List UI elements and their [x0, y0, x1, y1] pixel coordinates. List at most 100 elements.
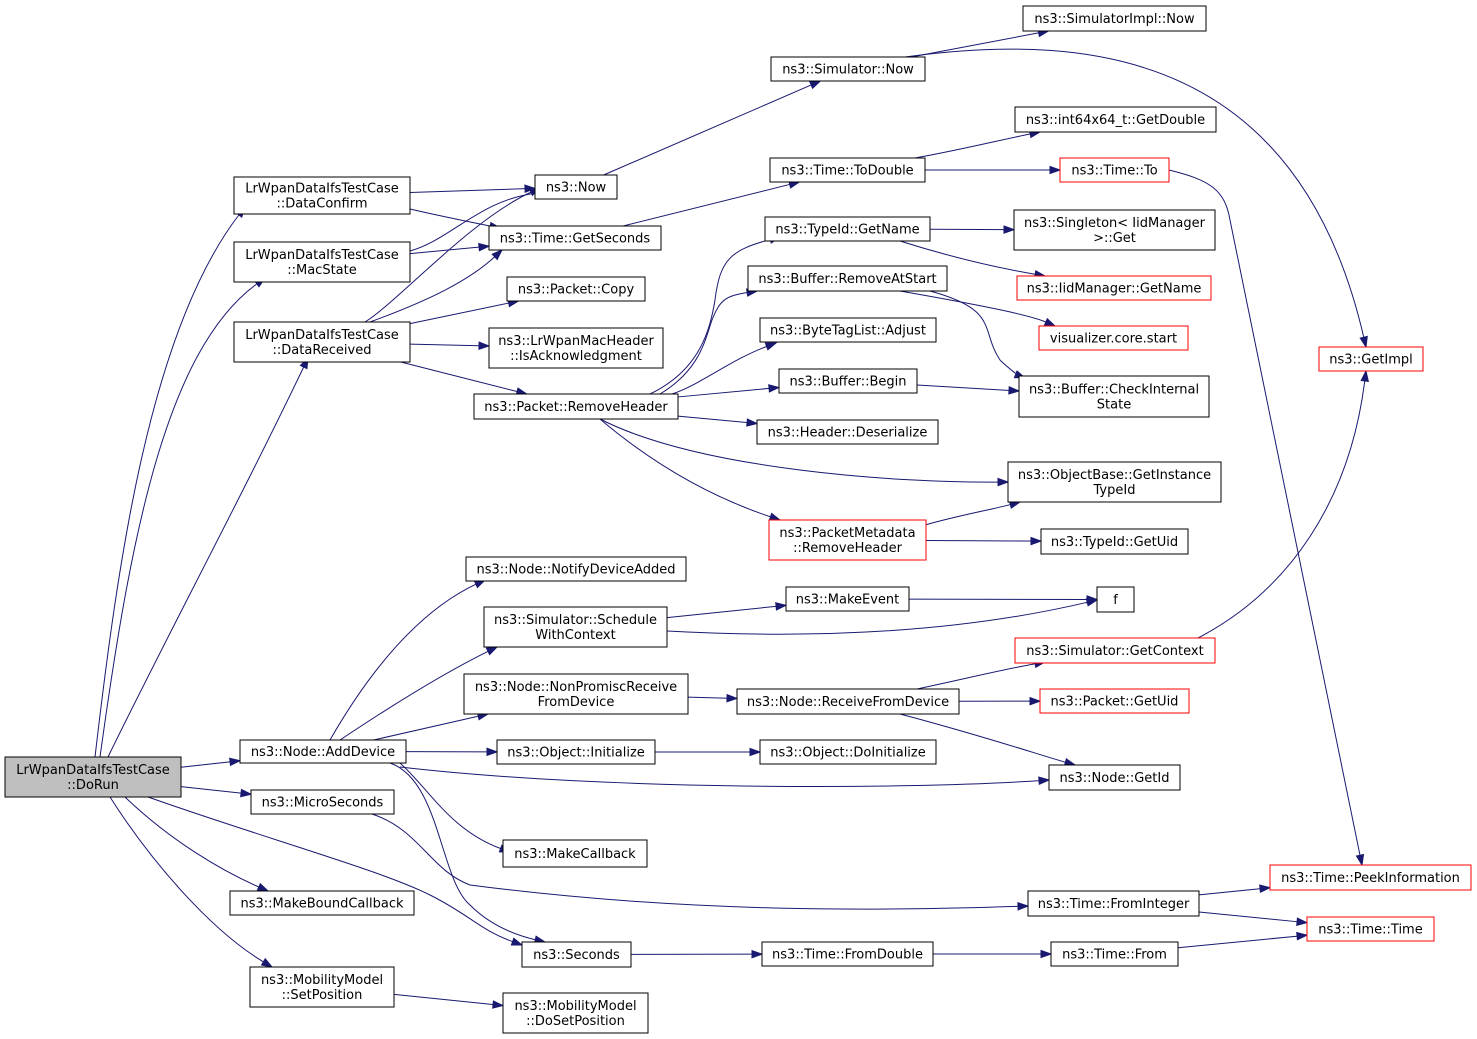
node-doinitialize[interactable]: ns3::Object::DoInitialize — [759, 739, 937, 765]
node-box — [759, 317, 937, 343]
edge-bufbegin-to-checkinternal — [916, 384, 1011, 391]
node-label: ns3::Time::Time — [1318, 923, 1422, 938]
edge-microseconds-to-timefrominteger — [371, 813, 1020, 910]
node-f[interactable]: f — [1096, 586, 1135, 613]
node-microseconds[interactable]: ns3::MicroSeconds — [250, 789, 395, 815]
edge-dorun-to-macstate — [99, 282, 258, 758]
edge-datareceived-to-packetcopy — [409, 302, 510, 325]
edge-macstate-to-getseconds — [409, 246, 481, 255]
node-label: ns3::Header::Deserialize — [768, 426, 928, 441]
node-box — [233, 321, 411, 363]
node-dosetposition[interactable]: ns3::MobilityModel::DoSetPosition — [502, 992, 649, 1034]
node-makecallback[interactable]: ns3::MakeCallback — [502, 839, 648, 868]
node-headerdeserialize[interactable]: ns3::Header::Deserialize — [756, 419, 939, 445]
node-label: ns3::Time::FromInteger — [1038, 897, 1190, 912]
node-singletonget[interactable]: ns3::Singleton< IidManager >::Get — [1013, 209, 1216, 251]
node-vizstart[interactable]: visualizer.core.start — [1038, 325, 1189, 351]
node-timetodouble[interactable]: ns3::Time::ToDouble — [769, 157, 926, 183]
node-macstate[interactable]: LrWpanDataIfsTestCase::MacState — [233, 241, 411, 283]
node-packetgetuid[interactable]: ns3::Packet::GetUid — [1039, 688, 1190, 714]
edge-arrowhead — [491, 248, 504, 261]
node-setposition[interactable]: ns3::MobilityModel::SetPosition — [249, 966, 395, 1008]
node-simnow[interactable]: ns3::Simulator::Now — [770, 56, 926, 82]
edge-macstate-to-now — [409, 192, 537, 252]
node-label: ns3::Buffer::Begin — [789, 375, 906, 390]
node-timefrom[interactable]: ns3::Time::From — [1050, 941, 1179, 967]
node-packetcopy[interactable]: ns3::Packet::Copy — [506, 276, 646, 302]
node-getseconds[interactable]: ns3::Time::GetSeconds — [488, 225, 662, 251]
edge-datareceived-to-isack — [409, 343, 481, 347]
edge-dataconfirm-to-getseconds — [409, 208, 492, 227]
node-simimplnow[interactable]: ns3::SimulatorImpl::Now — [1022, 5, 1207, 32]
node-label: ::MacState — [287, 263, 357, 278]
node-box — [736, 688, 960, 715]
edge-arrowhead — [768, 512, 782, 521]
node-box — [463, 673, 689, 715]
node-label: ns3::ObjectBase::GetInstance — [1018, 468, 1211, 483]
node-objinit[interactable]: ns3::Object::Initialize — [496, 739, 656, 765]
node-seconds[interactable]: ns3::Seconds — [521, 941, 632, 968]
node-bufbegin[interactable]: ns3::Buffer::Begin — [778, 368, 918, 394]
node-label: ns3::Object::DoInitialize — [770, 746, 926, 761]
edge-adddevice-to-nonpromisc — [373, 715, 480, 741]
node-bytetagadjust[interactable]: ns3::ByteTagList::Adjust — [759, 317, 937, 343]
edge-arrowhead — [240, 788, 253, 798]
node-dataconfirm[interactable]: LrWpanDataIfsTestCase::DataConfirm — [233, 176, 411, 215]
node-dorun[interactable]: LrWpanDataIfsTestCase::DoRun — [4, 756, 182, 798]
node-timefrominteger[interactable]: ns3::Time::FromInteger — [1027, 890, 1200, 917]
edge-dataconfirm-to-now — [409, 188, 527, 194]
node-makeboundcallback[interactable]: ns3::MakeBoundCallback — [229, 890, 415, 916]
node-int64getdouble[interactable]: ns3::int64x64_t::GetDouble — [1014, 106, 1217, 133]
edge-arrowhead — [1003, 225, 1016, 234]
edge-arrowhead — [1296, 931, 1309, 941]
node-label: ns3::Node::GetId — [1060, 771, 1170, 786]
node-getcontext[interactable]: ns3::Simulator::GetContext — [1014, 637, 1216, 664]
node-timetime[interactable]: ns3::Time::Time — [1306, 916, 1435, 942]
node-label: ns3::Node::ReceiveFromDevice — [747, 695, 949, 710]
edge-bufremoveatstart-to-checkinternal — [929, 290, 1018, 376]
node-label: ns3::Node::NonPromiscReceive — [475, 680, 677, 695]
node-label: State — [1097, 398, 1131, 413]
node-label: ns3::MicroSeconds — [262, 796, 384, 811]
edge-arrowhead — [1359, 335, 1368, 349]
node-peekinformation[interactable]: ns3::Time::PeekInformation — [1269, 864, 1472, 891]
node-timefromdouble[interactable]: ns3::Time::FromDouble — [761, 941, 934, 967]
node-isack[interactable]: ns3::LrWpanMacHeader::IsAcknowledgment — [488, 327, 664, 369]
node-now[interactable]: ns3::Now — [534, 174, 618, 200]
edge-schedulewithcontext-to-f — [666, 601, 1089, 635]
node-adddevice[interactable]: ns3::Node::AddDevice — [239, 739, 407, 764]
node-label: LrWpanDataIfsTestCase — [245, 182, 399, 197]
node-getimpl[interactable]: ns3::GetImpl — [1318, 346, 1424, 372]
edge-arrowhead — [260, 957, 274, 968]
node-label: ns3::Simulator::Now — [782, 63, 914, 78]
node-datareceived[interactable]: LrWpanDataIfsTestCase::DataReceived — [233, 321, 411, 363]
edge-arrowhead — [510, 937, 524, 946]
node-bufremoveatstart[interactable]: ns3::Buffer::RemoveAtStart — [747, 265, 948, 292]
node-box — [1018, 375, 1210, 418]
node-box — [488, 225, 662, 251]
node-pmremoveheader[interactable]: ns3::PacketMetadata::RemoveHeader — [768, 519, 927, 561]
node-iidgetname[interactable]: ns3::IidManager::GetName — [1016, 275, 1212, 301]
node-nodegetid[interactable]: ns3::Node::GetId — [1048, 764, 1181, 791]
node-label: ns3::MakeCallback — [514, 847, 636, 862]
node-label: ns3::ByteTagList::Adjust — [770, 324, 926, 339]
node-label: LrWpanDataIfsTestCase — [245, 328, 399, 343]
node-makeevent[interactable]: ns3::MakeEvent — [785, 586, 910, 612]
node-notifydeviceadded[interactable]: ns3::Node::NotifyDeviceAdded — [465, 556, 687, 582]
node-box — [233, 176, 411, 215]
node-box — [764, 216, 931, 242]
node-typeidgetname[interactable]: ns3::TypeId::GetName — [764, 216, 931, 242]
node-label: ns3::Node::NotifyDeviceAdded — [476, 563, 675, 578]
node-receivefromdevice[interactable]: ns3::Node::ReceiveFromDevice — [736, 688, 960, 715]
edge-arrowhead — [1259, 884, 1272, 894]
node-removeheader[interactable]: ns3::Packet::RemoveHeader — [473, 393, 679, 420]
node-typeidgetuid[interactable]: ns3::TypeId::GetUid — [1040, 528, 1189, 555]
node-box — [249, 966, 395, 1008]
node-box — [239, 739, 407, 764]
node-timeto[interactable]: ns3::Time::To — [1059, 157, 1170, 183]
edge-removeheader-to-bufbegin — [677, 387, 771, 398]
